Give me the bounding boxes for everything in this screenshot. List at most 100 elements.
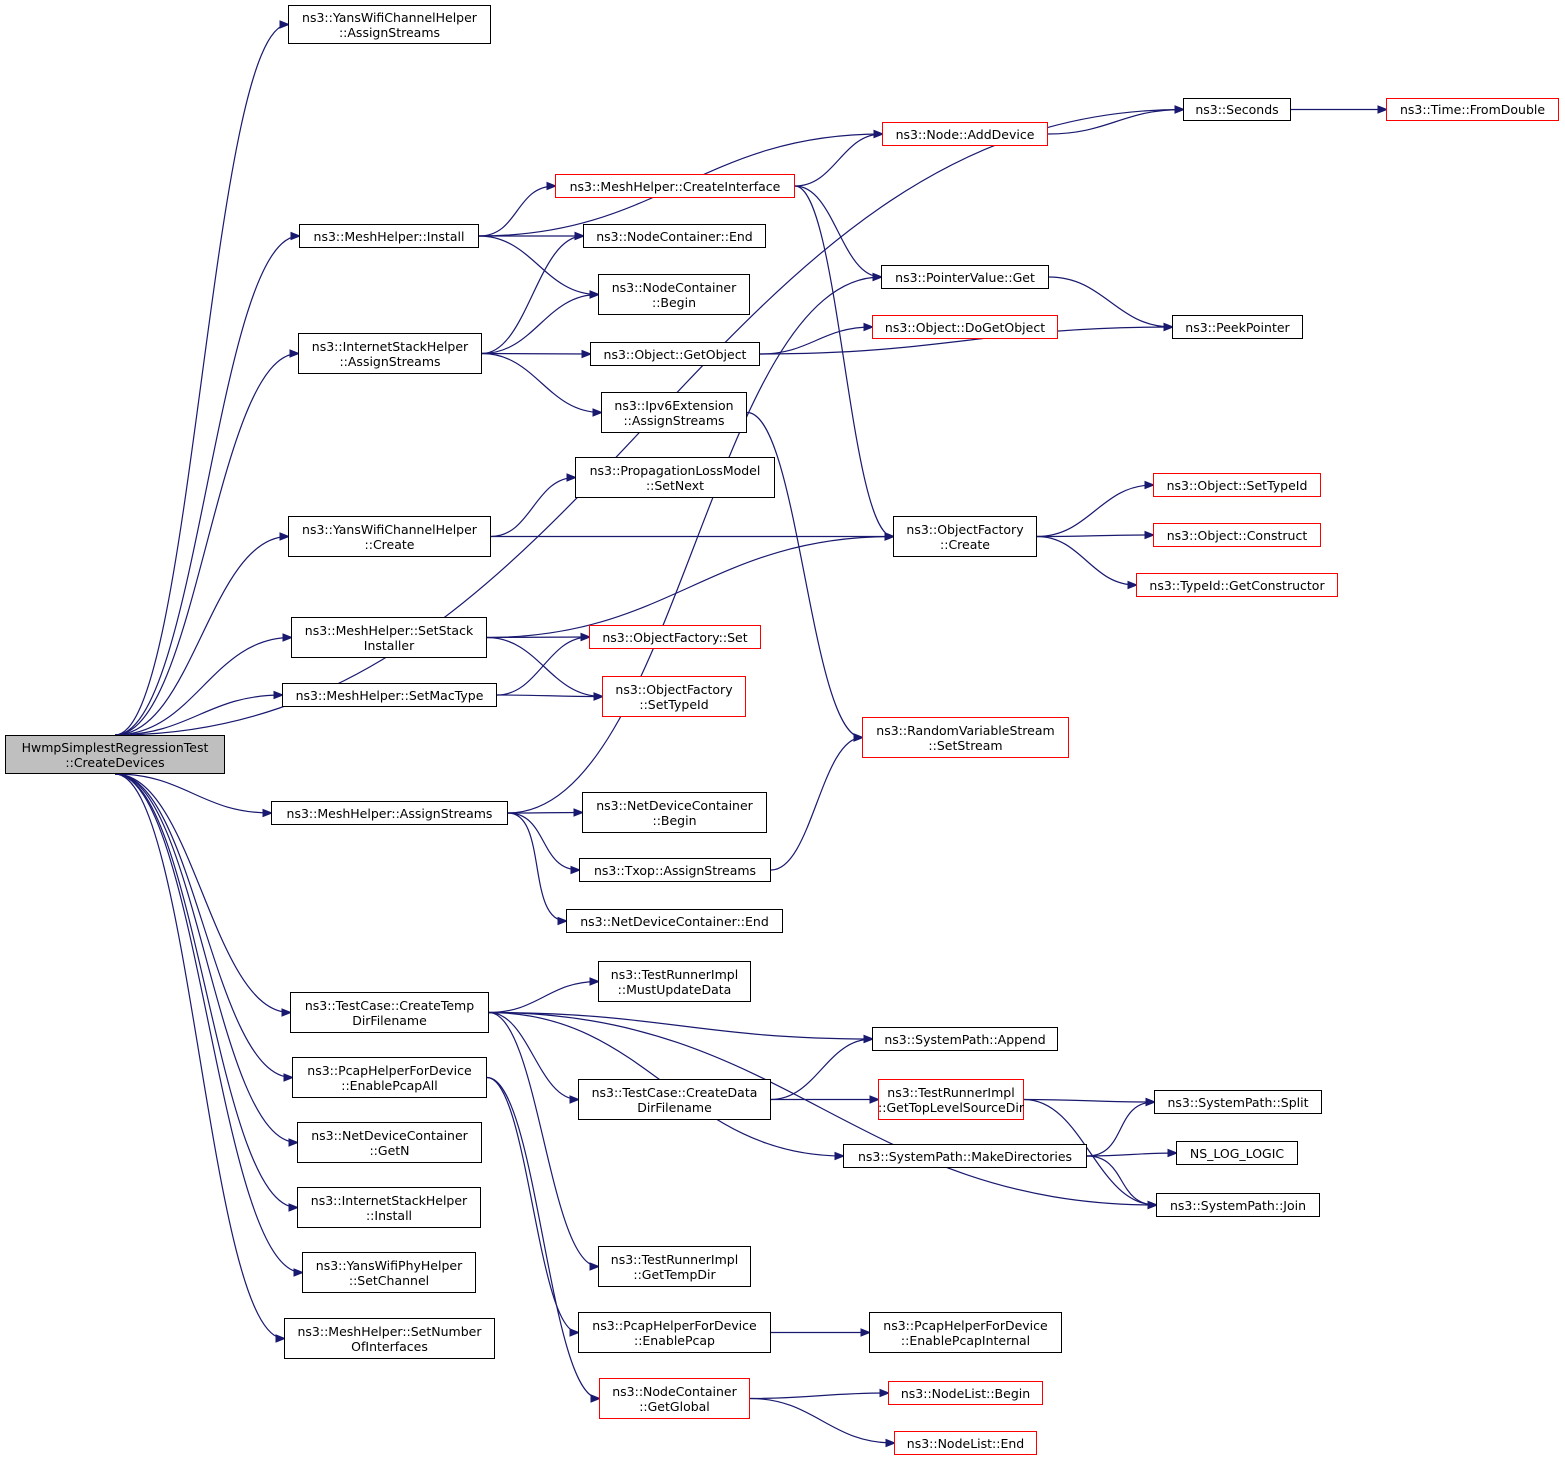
node-seconds[interactable]: ns3::Seconds bbox=[1183, 98, 1291, 121]
node-tri-gettemp[interactable]: ns3::TestRunnerImpl::GetTempDir bbox=[598, 1246, 751, 1287]
edge-tc-createtemp-to-tc-createdata bbox=[488, 1011, 578, 1100]
node-label-line: ::EnablePcapAll bbox=[341, 1077, 438, 1093]
node-pcap-enable[interactable]: ns3::PcapHelperForDevice::EnablePcap bbox=[578, 1312, 771, 1353]
node-nc-end[interactable]: ns3::NodeContainer::End bbox=[583, 224, 766, 248]
node-label-line: ns3::PeekPointer bbox=[1185, 319, 1290, 335]
node-peekptr[interactable]: ns3::PeekPointer bbox=[1172, 315, 1303, 339]
node-ipv6ext[interactable]: ns3::Ipv6Extension::AssignStreams bbox=[601, 392, 747, 433]
node-ndc-begin[interactable]: ns3::NetDeviceContainer::Begin bbox=[582, 792, 767, 833]
node-label-line: ns3::NodeList::End bbox=[906, 1435, 1025, 1451]
edge-pcap-all-to-pcap-enable bbox=[486, 1076, 578, 1333]
node-nl-end[interactable]: ns3::NodeList::End bbox=[894, 1431, 1037, 1455]
node-proploss[interactable]: ns3::PropagationLossModel::SetNext bbox=[575, 457, 775, 498]
node-nl-begin[interactable]: ns3::NodeList::Begin bbox=[888, 1381, 1043, 1405]
node-label-line: ns3::TypeId::GetConstructor bbox=[1149, 577, 1325, 593]
edge-root-to-mesh-assign bbox=[114, 773, 271, 813]
edge-sp-mkdirs-to-sp-split bbox=[1086, 1102, 1154, 1157]
edge-createiface-to-adddevice bbox=[794, 134, 882, 187]
node-tri-gettop[interactable]: ns3::TestRunnerImpl::GetTopLevelSourceDi… bbox=[878, 1079, 1024, 1120]
node-getobject[interactable]: ns3::Object::GetObject bbox=[590, 342, 760, 366]
node-sp-split[interactable]: ns3::SystemPath::Split bbox=[1154, 1090, 1322, 1114]
node-of-create[interactable]: ns3::ObjectFactory::Create bbox=[893, 516, 1037, 557]
node-label-line: ::GetGlobal bbox=[639, 1398, 710, 1414]
node-pcap-internal[interactable]: ns3::PcapHelperForDevice::EnablePcapInte… bbox=[869, 1312, 1062, 1353]
node-label-line: ns3::PcapHelperForDevice bbox=[592, 1317, 757, 1333]
node-mesh-assign[interactable]: ns3::MeshHelper::AssignStreams bbox=[271, 801, 508, 825]
edge-getobject-to-peekptr bbox=[759, 327, 1172, 355]
node-rvs-setstream[interactable]: ns3::RandomVariableStream::SetStream bbox=[862, 717, 1069, 758]
node-label-line: Installer bbox=[363, 637, 415, 653]
node-pcap-all[interactable]: ns3::PcapHelperForDevice::EnablePcapAll bbox=[292, 1057, 487, 1098]
node-pv-get[interactable]: ns3::PointerValue::Get bbox=[881, 265, 1049, 289]
edge-mesh-assign-to-ndc-begin bbox=[507, 813, 582, 814]
node-ndc-getn[interactable]: ns3::NetDeviceContainer::GetN bbox=[297, 1122, 482, 1163]
node-label-line: NS_LOG_LOGIC bbox=[1189, 1145, 1285, 1161]
edge-mesh-assign-to-pv-get bbox=[507, 277, 881, 814]
edge-setstack-to-of-create bbox=[486, 537, 893, 639]
edge-txop-to-rvs-setstream bbox=[770, 738, 862, 871]
node-label-line: ::AssignStreams bbox=[623, 412, 725, 428]
node-label-line: ns3::RandomVariableStream bbox=[876, 722, 1055, 738]
node-of-settypeid[interactable]: ns3::ObjectFactory::SetTypeId bbox=[602, 676, 746, 717]
node-label-line: ns3::PropagationLossModel bbox=[589, 462, 761, 478]
node-sp-mkdirs[interactable]: ns3::SystemPath::MakeDirectories bbox=[843, 1144, 1087, 1168]
node-tri-must[interactable]: ns3::TestRunnerImpl::MustUpdateData bbox=[598, 961, 751, 1002]
node-label-line: ::EnablePcap bbox=[633, 1332, 715, 1348]
edge-root-to-yans-phy bbox=[114, 773, 302, 1273]
node-sp-join[interactable]: ns3::SystemPath::Join bbox=[1156, 1193, 1320, 1217]
node-ish-install[interactable]: ns3::InternetStackHelper::Install bbox=[297, 1187, 481, 1228]
node-label-line: ::SetNext bbox=[645, 477, 705, 493]
edge-nc-getglobal-to-nl-end bbox=[749, 1397, 894, 1444]
node-label-line: ::Create bbox=[364, 536, 415, 552]
node-of-set[interactable]: ns3::ObjectFactory::Set bbox=[589, 625, 761, 649]
node-sp-append[interactable]: ns3::SystemPath::Append bbox=[872, 1027, 1058, 1051]
node-label-line: ns3::PcapHelperForDevice bbox=[883, 1317, 1048, 1333]
edge-tc-createtemp-to-sp-append bbox=[488, 1011, 872, 1040]
node-label-line: ::SetStream bbox=[928, 737, 1003, 753]
edge-mesh-assign-to-txop bbox=[507, 812, 579, 870]
node-adddevice[interactable]: ns3::Node::AddDevice bbox=[882, 122, 1048, 146]
node-label-line: ::Create bbox=[940, 536, 990, 552]
node-construct[interactable]: ns3::Object::Construct bbox=[1153, 523, 1321, 547]
edge-createiface-to-of-create bbox=[794, 185, 893, 537]
node-yans-phy[interactable]: ns3::YansWifiPhyHelper::SetChannel bbox=[302, 1252, 476, 1293]
node-label-line: ns3::InternetStackHelper bbox=[310, 1192, 468, 1208]
edge-root-to-ish-install bbox=[114, 773, 297, 1208]
edge-setstack-to-of-settypeid bbox=[486, 636, 602, 697]
node-ns-log[interactable]: NS_LOG_LOGIC bbox=[1176, 1141, 1298, 1165]
node-label-line: ns3::Ipv6Extension bbox=[614, 397, 734, 413]
node-label-line: ::Begin bbox=[652, 812, 697, 828]
node-yans-chan-assign[interactable]: ns3::YansWifiChannelHelper::AssignStream… bbox=[288, 5, 491, 44]
node-label-line: ns3::SystemPath::MakeDirectories bbox=[857, 1148, 1073, 1164]
node-getctor[interactable]: ns3::TypeId::GetConstructor bbox=[1136, 573, 1338, 597]
node-setmactype[interactable]: ns3::MeshHelper::SetMacType bbox=[282, 683, 497, 707]
edge-root-to-setnumif bbox=[114, 773, 284, 1339]
node-label-line: ::MustUpdateData bbox=[617, 981, 732, 997]
node-ish-assign[interactable]: ns3::InternetStackHelper::AssignStreams bbox=[298, 333, 482, 374]
node-label-line: ns3::PointerValue::Get bbox=[895, 269, 1035, 285]
node-nc-getglobal[interactable]: ns3::NodeContainer::GetGlobal bbox=[599, 1378, 750, 1419]
edge-tri-gettop-to-sp-join bbox=[1023, 1098, 1156, 1206]
node-label-line: ns3::Txop::AssignStreams bbox=[593, 862, 757, 878]
edge-ish-assign-to-nc-end bbox=[481, 236, 583, 355]
node-txop[interactable]: ns3::Txop::AssignStreams bbox=[579, 858, 771, 882]
node-label-line: ns3::NodeList::Begin bbox=[900, 1385, 1031, 1401]
node-mesh-install[interactable]: ns3::MeshHelper::Install bbox=[299, 224, 479, 248]
edge-root-to-ndc-getn bbox=[114, 773, 297, 1143]
node-label-line: ns3::ObjectFactory::Set bbox=[602, 629, 748, 645]
node-label-line: ns3::Object::DoGetObject bbox=[884, 319, 1046, 335]
node-yans-create[interactable]: ns3::YansWifiChannelHelper::Create bbox=[288, 516, 491, 557]
node-nc-begin[interactable]: ns3::NodeContainer::Begin bbox=[598, 274, 750, 315]
node-ndc-end[interactable]: ns3::NetDeviceContainer::End bbox=[566, 909, 783, 933]
node-label-line: ns3::ObjectFactory bbox=[906, 521, 1024, 537]
edge-root-to-setstack bbox=[114, 638, 291, 736]
node-dogetobject[interactable]: ns3::Object::DoGetObject bbox=[872, 315, 1058, 339]
node-fromdouble[interactable]: ns3::Time::FromDouble bbox=[1386, 98, 1559, 121]
node-settypeid-obj[interactable]: ns3::Object::SetTypeId bbox=[1153, 473, 1321, 497]
node-createiface[interactable]: ns3::MeshHelper::CreateInterface bbox=[555, 174, 795, 198]
edge-tc-createdata-to-sp-append bbox=[770, 1039, 872, 1101]
